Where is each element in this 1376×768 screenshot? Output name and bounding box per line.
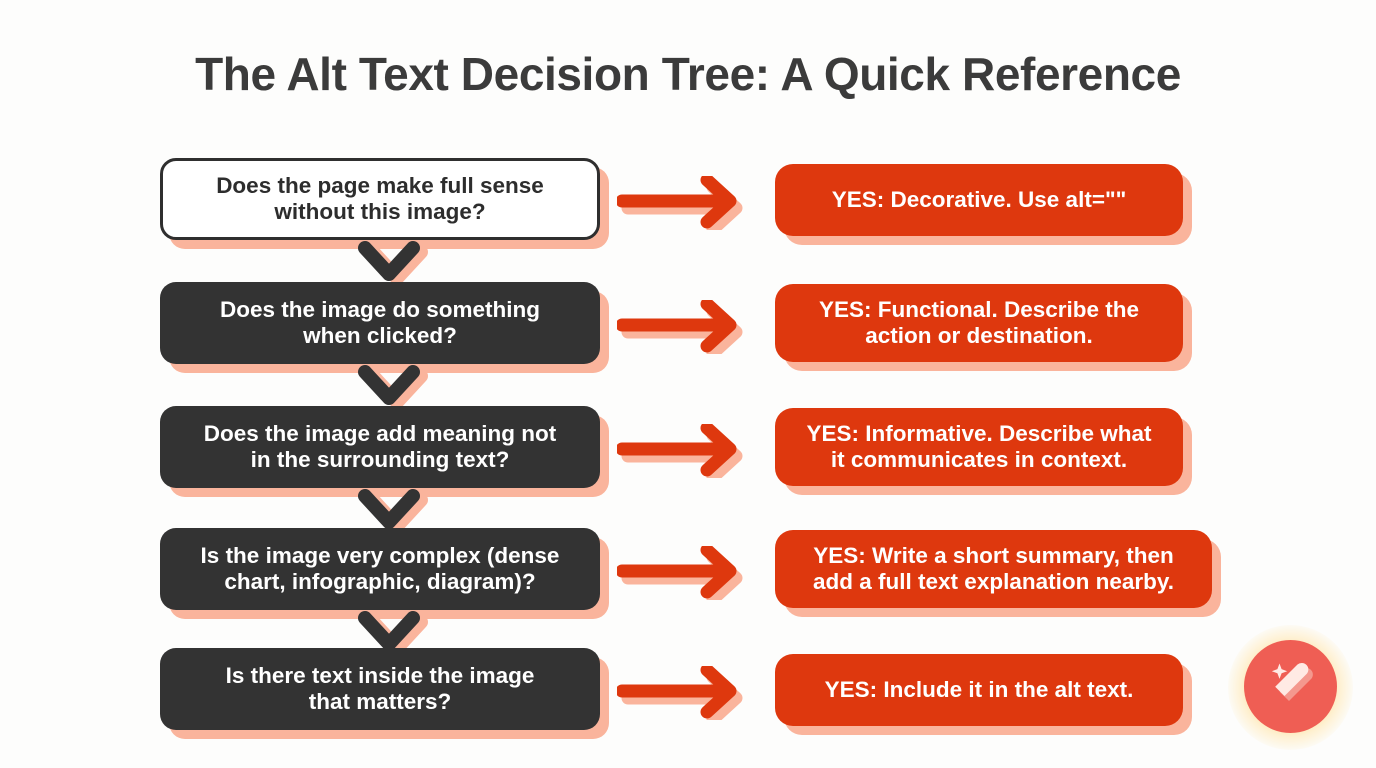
- question-box-1-body[interactable]: Does the page make full sense without th…: [160, 158, 600, 240]
- decision-row-3: Does the image add meaning not in the su…: [0, 406, 1376, 502]
- arrow-right-3: [617, 424, 757, 478]
- question-box-5-body[interactable]: Is there text inside the image that matt…: [160, 648, 600, 730]
- magic-wand-sparkles-icon: [1264, 657, 1318, 716]
- answer-line-1: YES: Write a short summary, then: [813, 542, 1174, 568]
- question-box-4-text: Is the image very complex (dense chart, …: [201, 543, 560, 596]
- arrow-right-1: [617, 176, 757, 230]
- question-line-2: without this image?: [274, 199, 486, 224]
- answer-pill-1-text: YES: Decorative. Use alt="": [831, 186, 1127, 212]
- arrow-right-2: [617, 300, 757, 354]
- connector-arrow-1: [340, 238, 450, 298]
- answer-pill-4-body[interactable]: YES: Write a short summary, then add a f…: [775, 530, 1212, 608]
- answer-pill-4-text: YES: Write a short summary, then add a f…: [813, 543, 1174, 595]
- answer-pill-2[interactable]: YES: Functional. Describe the action or …: [775, 284, 1192, 371]
- decision-row-1: Does the page make full sense without th…: [0, 158, 1376, 254]
- arrow-right-5: [617, 666, 757, 720]
- question-box-4-body[interactable]: Is the image very complex (dense chart, …: [160, 528, 600, 610]
- answer-pill-3[interactable]: YES: Informative. Describe what it commu…: [775, 408, 1192, 495]
- badge-circle: [1244, 640, 1337, 733]
- answer-line-1: YES: Informative. Describe what: [806, 420, 1152, 446]
- answer-line-2: it communicates in context.: [830, 447, 1128, 472]
- question-line-1: Is there text inside the image: [225, 662, 535, 688]
- answer-pill-3-text: YES: Informative. Describe what it commu…: [806, 421, 1151, 473]
- question-line-1: Does the image add meaning not: [203, 420, 557, 446]
- question-box-5[interactable]: Is there text inside the image that matt…: [160, 648, 609, 739]
- question-line-2: that matters?: [308, 689, 452, 714]
- question-box-2-text: Does the image do something when clicked…: [220, 297, 540, 350]
- question-line-2: chart, infographic, diagram)?: [224, 569, 536, 594]
- arrow-right-4: [617, 546, 757, 600]
- answer-pill-5[interactable]: YES: Include it in the alt text.: [775, 654, 1192, 735]
- question-line-1: Is the image very complex (dense: [200, 542, 560, 568]
- answer-pill-3-body[interactable]: YES: Informative. Describe what it commu…: [775, 408, 1183, 486]
- question-box-3[interactable]: Does the image add meaning not in the su…: [160, 406, 609, 497]
- question-box-5-text: Is there text inside the image that matt…: [226, 663, 535, 716]
- answer-pill-5-body[interactable]: YES: Include it in the alt text.: [775, 654, 1183, 726]
- answer-pill-1-body[interactable]: YES: Decorative. Use alt="": [775, 164, 1183, 236]
- answer-pill-1[interactable]: YES: Decorative. Use alt="": [775, 164, 1192, 245]
- question-line-2: in the surrounding text?: [250, 447, 510, 472]
- answer-pill-5-text: YES: Include it in the alt text.: [824, 676, 1134, 702]
- answer-pill-2-text: YES: Functional. Describe the action or …: [819, 297, 1139, 349]
- answer-line-2: action or destination.: [865, 323, 1093, 348]
- answer-line-1: YES: Functional. Describe the: [818, 296, 1140, 322]
- question-box-1-text: Does the page make full sense without th…: [216, 173, 544, 226]
- answer-line-2: add a full text explanation nearby.: [813, 569, 1174, 594]
- answer-pill-2-body[interactable]: YES: Functional. Describe the action or …: [775, 284, 1183, 362]
- page-title: The Alt Text Decision Tree: A Quick Refe…: [195, 48, 1181, 100]
- question-box-2-body[interactable]: Does the image do something when clicked…: [160, 282, 600, 364]
- question-line-2: when clicked?: [303, 323, 457, 348]
- brand-badge: [1228, 625, 1353, 750]
- question-line-1: Does the image do something: [219, 296, 541, 322]
- connector-arrow-2: [340, 362, 450, 422]
- connector-arrow-3: [340, 486, 450, 546]
- answer-pill-4[interactable]: YES: Write a short summary, then add a f…: [775, 530, 1221, 617]
- question-box-3-text: Does the image add meaning not in the su…: [204, 421, 557, 474]
- question-line-1: Does the page make full sense: [216, 172, 544, 198]
- question-box-1[interactable]: Does the page make full sense without th…: [160, 158, 609, 249]
- question-box-3-body[interactable]: Does the image add meaning not in the su…: [160, 406, 600, 488]
- question-box-2[interactable]: Does the image do something when clicked…: [160, 282, 609, 373]
- question-box-4[interactable]: Is the image very complex (dense chart, …: [160, 528, 609, 619]
- decision-row-2: Does the image do something when clicked…: [0, 282, 1376, 378]
- decision-row-4: Is the image very complex (dense chart, …: [0, 528, 1376, 624]
- decision-row-5: Is there text inside the image that matt…: [0, 648, 1376, 744]
